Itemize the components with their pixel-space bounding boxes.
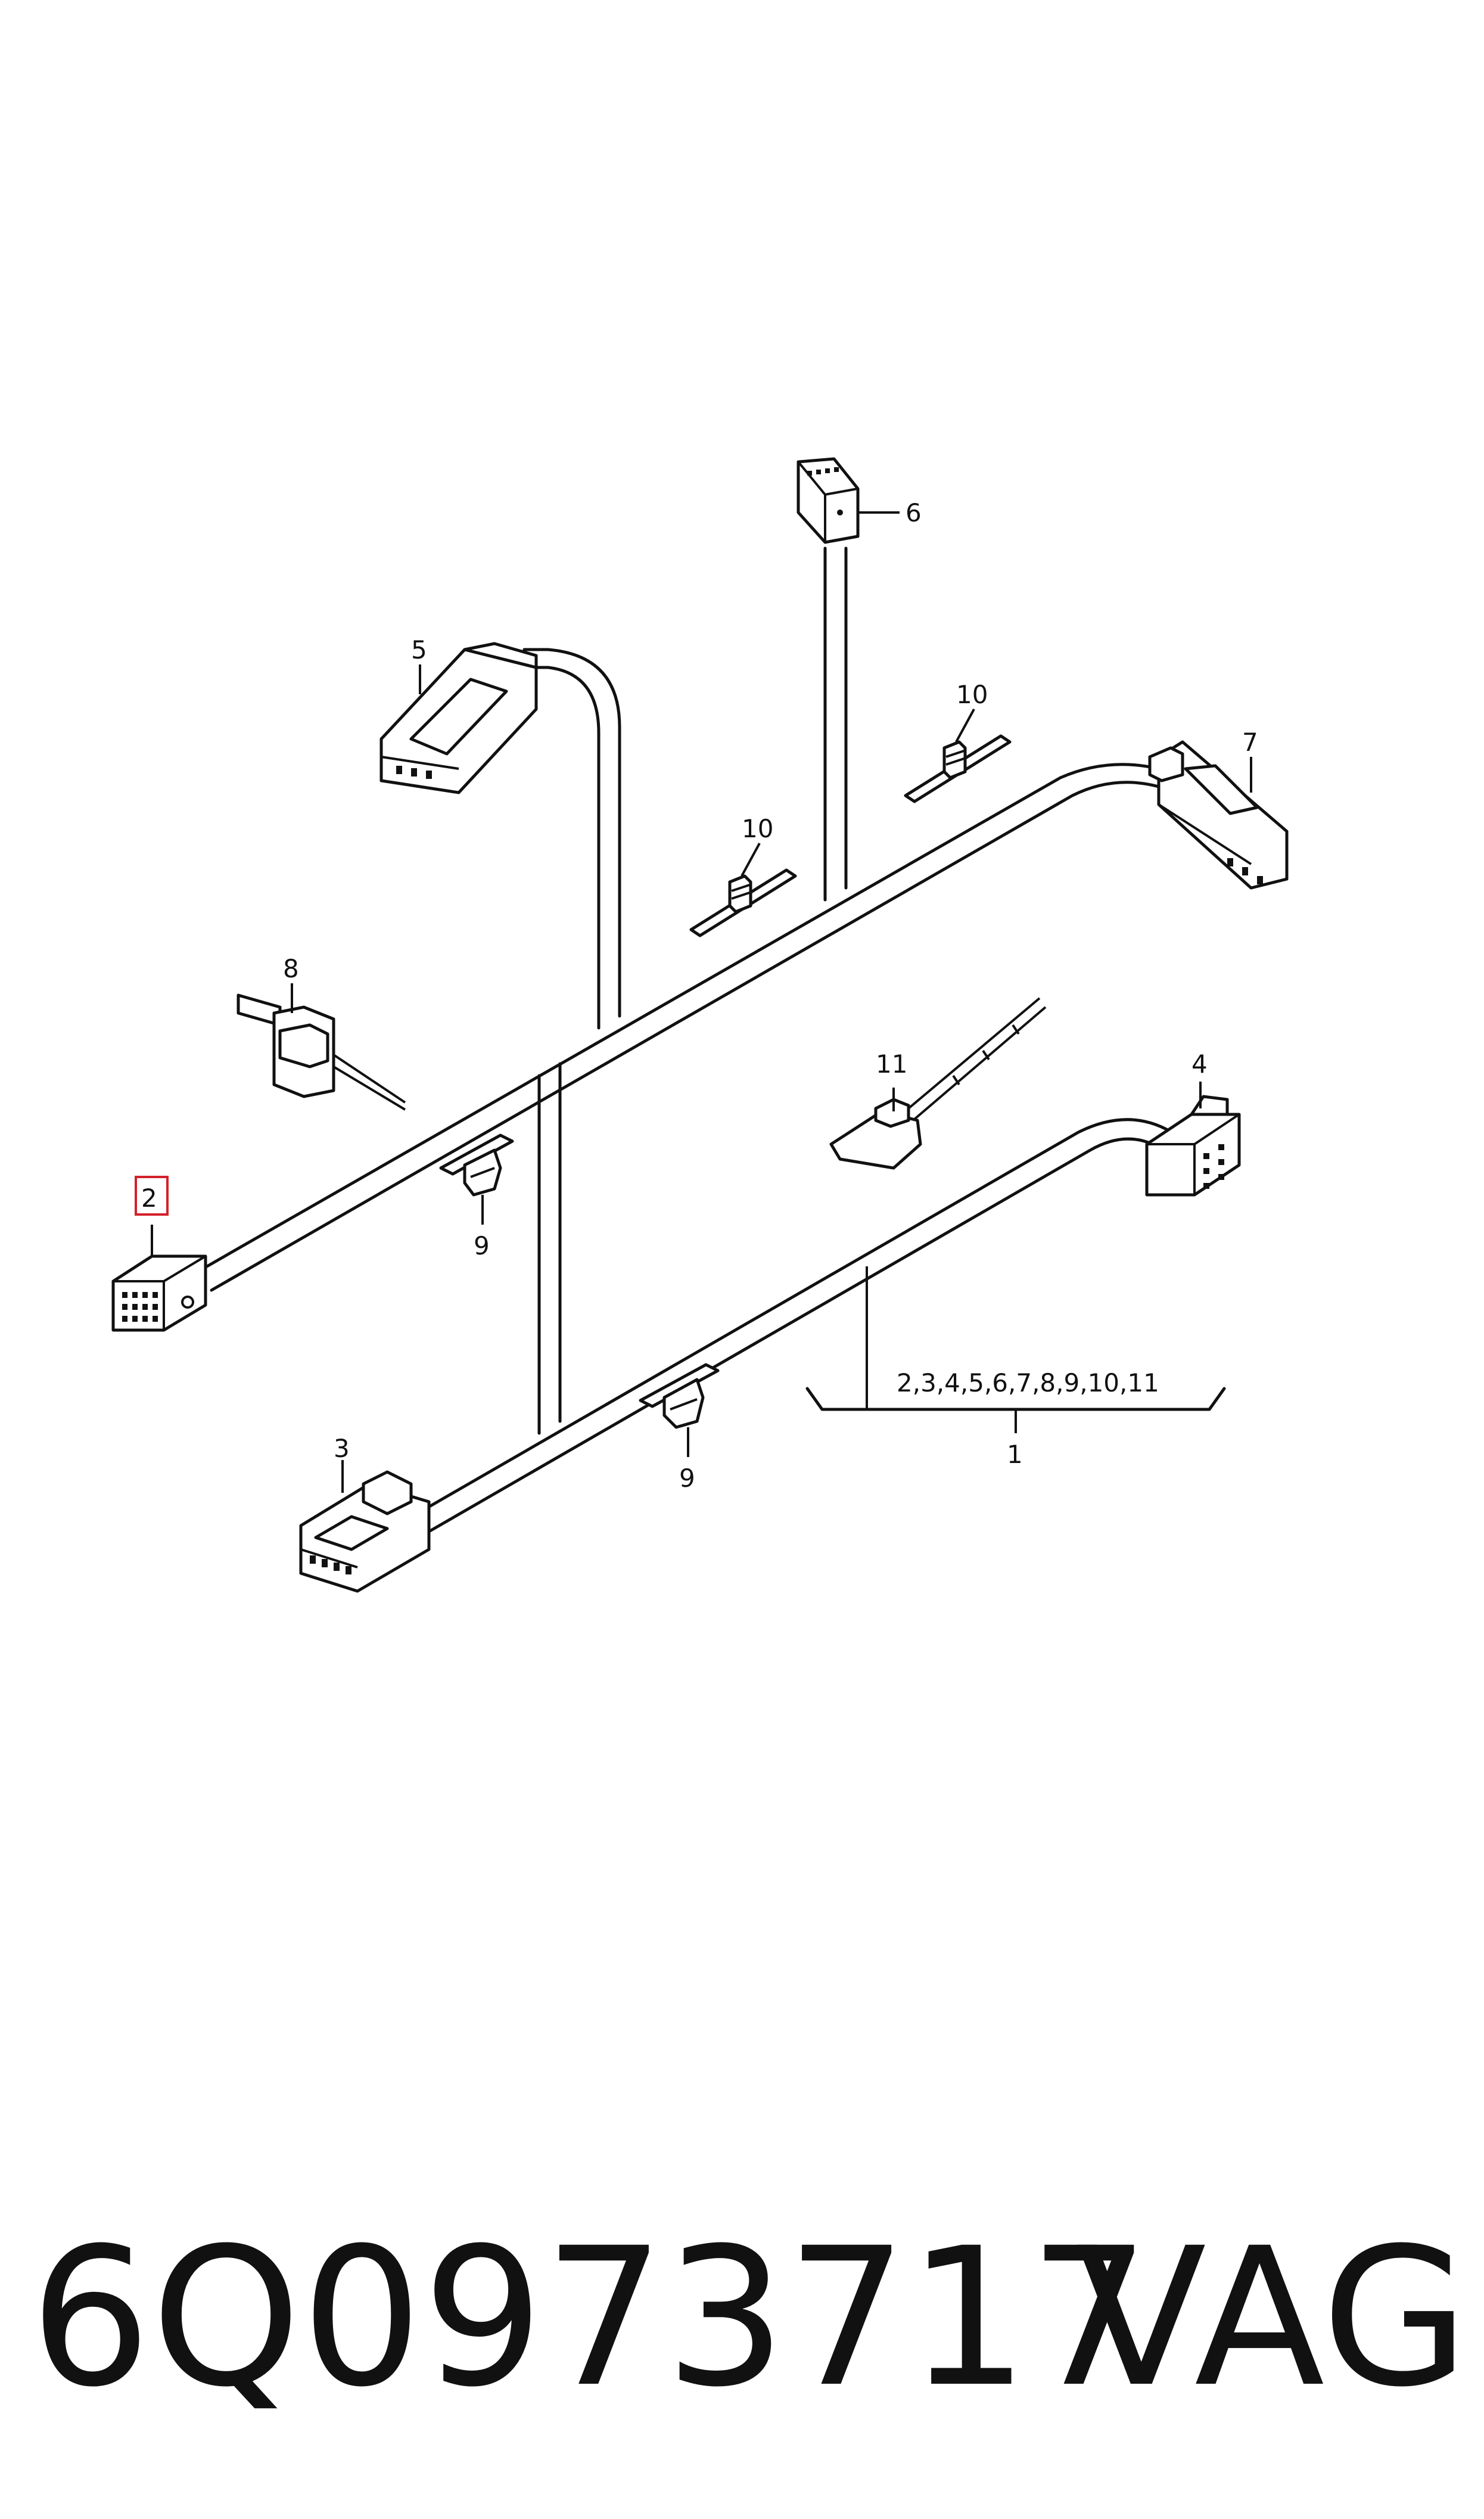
callout-9-upper[interactable]: 9 [474, 1231, 490, 1260]
connector-3 [299, 1470, 431, 1593]
callout-10-left[interactable]: 10 [742, 814, 773, 843]
callout-1[interactable]: 1 [1007, 1440, 1023, 1469]
callout-leaders [151, 511, 1252, 1493]
clip-9-lower [639, 1363, 720, 1429]
callout-2[interactable]: 2 [141, 1184, 157, 1213]
highlight-box-2 [135, 1176, 169, 1216]
connector-6 [797, 457, 860, 544]
connector-2 [111, 1254, 207, 1332]
callout-10-right[interactable]: 10 [956, 680, 988, 709]
clip-9-upper [439, 1133, 514, 1197]
callout-6[interactable]: 6 [906, 498, 922, 527]
callout-7[interactable]: 7 [1242, 728, 1258, 757]
clip-10-right [904, 734, 1012, 803]
callout-8[interactable]: 8 [283, 954, 299, 983]
connector-7 [1148, 740, 1289, 890]
assembly-contents-label: 2,3,4,5,6,7,8,9,10,11 [897, 1368, 1159, 1397]
callout-5[interactable]: 5 [411, 635, 427, 664]
callout-9-lower[interactable]: 9 [679, 1464, 695, 1493]
clip-8 [237, 993, 406, 1111]
brand-name: VAG [1076, 2207, 1469, 2429]
part-number: 6Q0973717 [30, 2207, 1150, 2429]
cable-tie-11 [829, 997, 1047, 1170]
callout-11[interactable]: 11 [876, 1049, 907, 1079]
clip-10-left [689, 868, 797, 937]
callout-4[interactable]: 4 [1191, 1049, 1208, 1079]
connector-4 [1145, 1095, 1241, 1197]
callout-3[interactable]: 3 [334, 1434, 350, 1463]
connector-5 [379, 642, 538, 794]
